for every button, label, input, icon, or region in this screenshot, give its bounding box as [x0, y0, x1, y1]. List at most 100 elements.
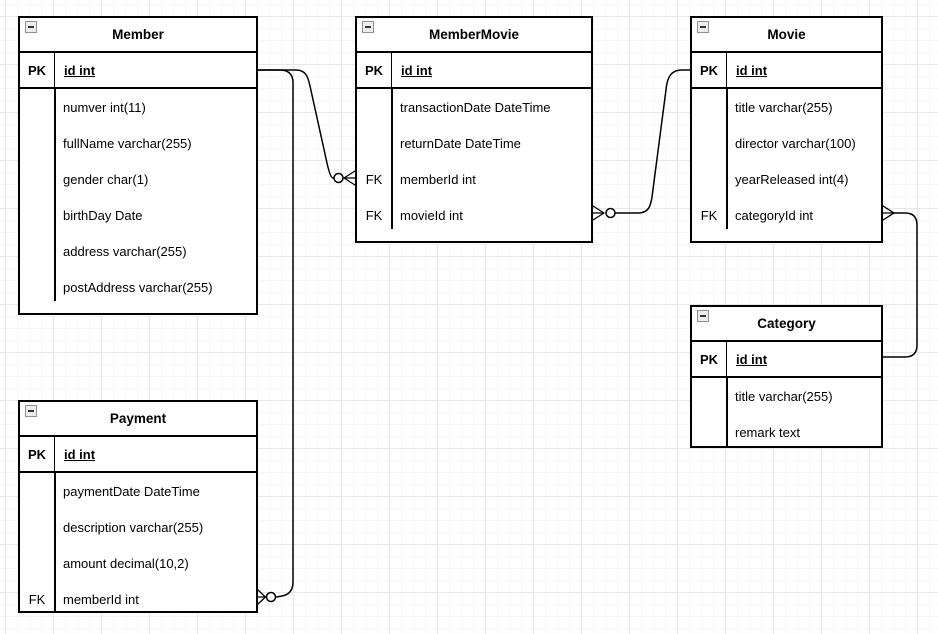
table-row-description[interactable]: description varchar(255) [20, 509, 256, 545]
key-column-divider [391, 89, 393, 229]
pk-key-label: PK [357, 53, 392, 87]
row-key-label [20, 161, 54, 197]
table-row-categoryid[interactable]: FK categoryId int [692, 197, 881, 233]
minus-glyph [365, 26, 371, 28]
table-row-paymentdate[interactable]: paymentDate DateTime [20, 473, 256, 509]
row-field-label: transactionDate DateTime [400, 99, 551, 115]
table-row-amount[interactable]: amount decimal(10,2) [20, 545, 256, 581]
row-key-label [20, 197, 54, 233]
row-field-label: director varchar(100) [735, 135, 856, 151]
row-key-label [20, 89, 54, 125]
collapse-minus-icon[interactable] [25, 21, 37, 33]
row-field-label: remark text [735, 424, 801, 440]
table-row-transactiondate[interactable]: transactionDate DateTime [357, 89, 591, 125]
row-key-label [20, 545, 54, 581]
entity-title: Member [112, 27, 164, 42]
table-row-gender[interactable]: gender char(1) [20, 161, 256, 197]
table-row-director[interactable]: director varchar(100) [692, 125, 881, 161]
row-field-label: title varchar(255) [735, 388, 833, 404]
collapse-minus-icon[interactable] [697, 310, 709, 322]
row-field-label: yearReleased int(4) [735, 171, 849, 187]
table-row-postaddress[interactable]: postAddress varchar(255) [20, 269, 256, 305]
row-key-label [692, 414, 726, 450]
table-row-title[interactable]: title varchar(255) [692, 89, 881, 125]
row-field-label: numver int(11) [63, 99, 146, 115]
entity-header-category[interactable]: Category [692, 307, 881, 342]
collapse-minus-icon[interactable] [25, 405, 37, 417]
entity-title: MemberMovie [428, 27, 520, 42]
pk-row[interactable]: PK id int [692, 53, 881, 89]
table-row-memberid[interactable]: FK memberId int [20, 581, 256, 617]
pk-field-label: id int [736, 351, 768, 367]
table-row-memberid[interactable]: FK memberId int [357, 161, 591, 197]
key-column-divider [726, 378, 728, 446]
table-row-remark[interactable]: remark text [692, 414, 881, 450]
row-key-label [692, 161, 726, 197]
entity-body: transactionDate DateTime returnDate DateT… [357, 89, 591, 241]
key-column-divider [726, 89, 728, 229]
minus-glyph [700, 26, 706, 28]
row-key-label [20, 269, 54, 305]
row-field-label: memberId int [400, 171, 476, 187]
entity-title: Payment [109, 411, 167, 426]
pk-key-label: PK [692, 342, 727, 376]
pk-field-label: id int [401, 62, 433, 78]
entity-body: title varchar(255) remark text [692, 378, 881, 450]
row-key-label: FK [700, 207, 718, 223]
entity-body: paymentDate DateTime description varchar(… [20, 473, 256, 617]
row-field-label: description varchar(255) [63, 519, 204, 535]
row-key-label: FK [365, 171, 383, 187]
minus-glyph [28, 26, 34, 28]
row-field-label: address varchar(255) [63, 243, 187, 259]
entity-header-membermovie[interactable]: MemberMovie [357, 18, 591, 53]
row-field-label: paymentDate DateTime [63, 483, 200, 499]
pk-row[interactable]: PK id int [357, 53, 591, 89]
pk-row[interactable]: PK id int [20, 53, 256, 89]
table-row-birthday[interactable]: birthDay Date [20, 197, 256, 233]
collapse-minus-icon[interactable] [362, 21, 374, 33]
pk-row[interactable]: PK id int [692, 342, 881, 378]
key-column-divider [54, 473, 56, 613]
row-key-label [20, 233, 54, 269]
key-column-divider [54, 89, 56, 301]
table-row-numver[interactable]: numver int(11) [20, 89, 256, 125]
row-key-label: FK [365, 207, 383, 223]
minus-glyph [700, 315, 706, 317]
entity-body: numver int(11) fullName varchar(255) gende… [20, 89, 256, 313]
pk-key-label: PK [692, 53, 727, 87]
row-field-label: birthDay Date [63, 207, 143, 223]
row-key-label [692, 89, 726, 125]
pk-key-label: PK [20, 437, 55, 471]
row-field-label: gender char(1) [63, 171, 149, 187]
row-field-label: postAddress varchar(255) [63, 279, 213, 295]
minus-glyph [28, 410, 34, 412]
table-row-title[interactable]: title varchar(255) [692, 378, 881, 414]
row-key-label [357, 125, 391, 161]
row-key-label: FK [28, 591, 46, 607]
collapse-minus-icon[interactable] [697, 21, 709, 33]
row-field-label: returnDate DateTime [400, 135, 521, 151]
pk-key-label: PK [20, 53, 55, 87]
pk-field-label: id int [736, 62, 768, 78]
table-row-returndate[interactable]: returnDate DateTime [357, 125, 591, 161]
table-row-fullname[interactable]: fullName varchar(255) [20, 125, 256, 161]
row-field-label: fullName varchar(255) [63, 135, 192, 151]
entity-header-movie[interactable]: Movie [692, 18, 881, 53]
row-field-label: memberId int [63, 591, 139, 607]
entity-body: title varchar(255) director varchar(100) y… [692, 89, 881, 241]
row-field-label: categoryId int [735, 207, 814, 223]
entity-header-member[interactable]: Member [20, 18, 256, 53]
table-row-address[interactable]: address varchar(255) [20, 233, 256, 269]
table-row-yearreleased[interactable]: yearReleased int(4) [692, 161, 881, 197]
row-key-label [692, 125, 726, 161]
pk-field-label: id int [64, 62, 96, 78]
entity-header-payment[interactable]: Payment [20, 402, 256, 437]
